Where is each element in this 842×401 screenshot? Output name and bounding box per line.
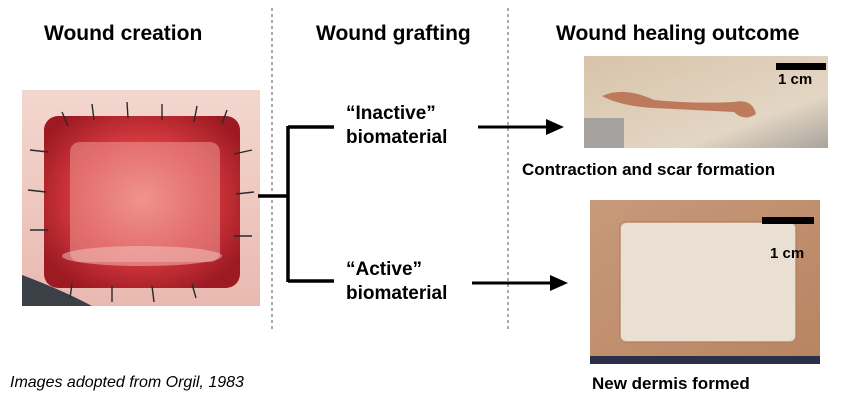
inactive-biomaterial-label: “Inactive” biomaterial (346, 102, 447, 150)
scar-scale-label: 1 cm (778, 71, 812, 88)
source-caption: Images adopted from Orgil, 1983 (10, 374, 244, 392)
active-biomaterial-label: “Active” biomaterial (346, 258, 447, 306)
dermis-outcome-photo (590, 200, 820, 364)
dermis-scale-bar (762, 217, 814, 224)
active-label-line2: biomaterial (346, 282, 447, 306)
dermis-scale-label: 1 cm (770, 245, 804, 262)
branch-lines (258, 126, 334, 282)
inactive-label-line2: biomaterial (346, 126, 447, 150)
dermis-outcome-label: New dermis formed (592, 374, 750, 394)
arrow-inactive (478, 119, 564, 135)
scar-outcome-label: Contraction and scar formation (522, 160, 775, 180)
active-label-line1: “Active” (346, 258, 447, 282)
inactive-label-line1: “Inactive” (346, 102, 447, 126)
scar-scale-bar (776, 63, 826, 70)
arrow-active (472, 275, 568, 291)
